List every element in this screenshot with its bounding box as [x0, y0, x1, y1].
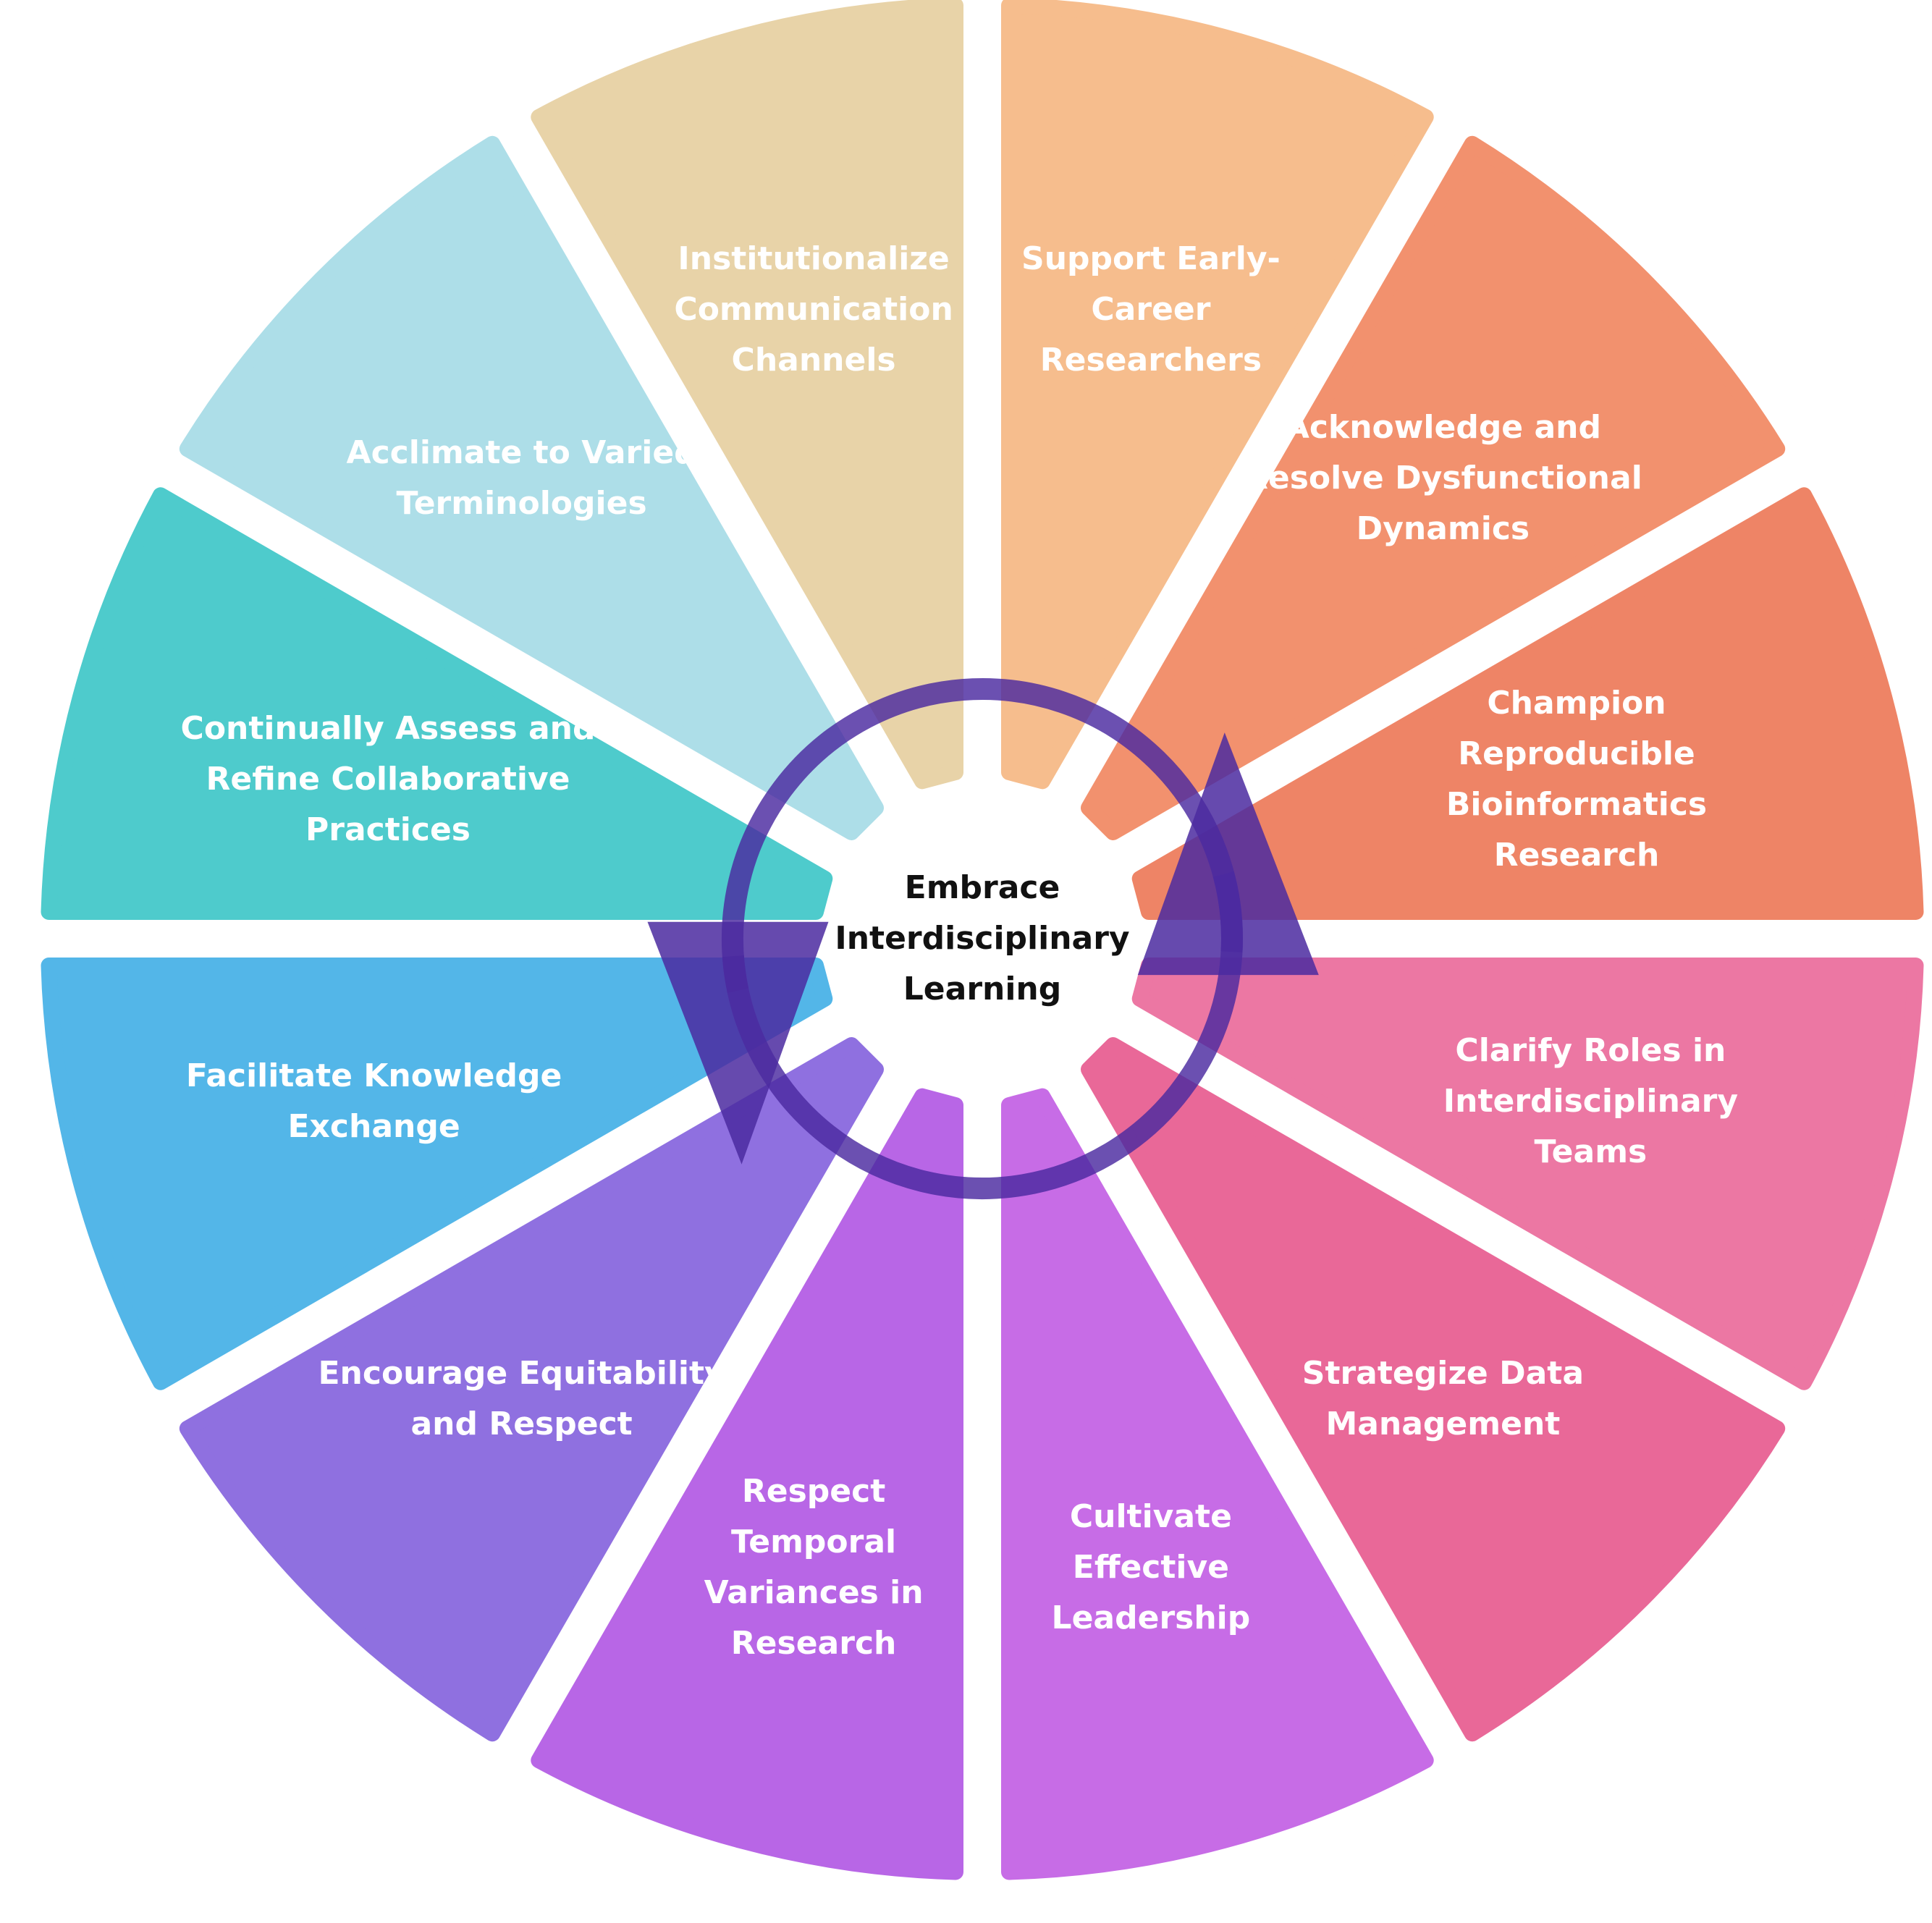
segment-label-clarify-roles: Clarify Roles in Interdisciplinary Teams — [1443, 1032, 1739, 1171]
segment-label-encourage-equitability: Encourage Equitability and Respect — [318, 1355, 725, 1443]
segment-institutionalize-channels — [531, 0, 963, 790]
cycle-arc-lower — [722, 871, 1243, 1199]
segment-cultivate-leadership — [1001, 1088, 1434, 1880]
segment-respect-temporal — [531, 1088, 963, 1880]
segment-label-respect-temporal: Respect Temporal Variances in Research — [704, 1473, 924, 1662]
segment-label-institutionalize-channels: Institutionalize Communication Channels — [674, 240, 953, 379]
segments-layer — [41, 0, 1924, 1880]
segment-acclimate-terminologies — [179, 135, 884, 840]
segment-label-strategize-data: Strategize Data Management — [1302, 1355, 1585, 1443]
segment-label-support-early-career: Support Early- Career Researchers — [1021, 240, 1281, 379]
segment-label-facilitate-knowledge: Facilitate Knowledge Exchange — [185, 1057, 562, 1146]
segment-facilitate-knowledge — [41, 958, 833, 1390]
segment-label-cultivate-leadership: Cultivate Effective Leadership — [1051, 1498, 1251, 1637]
cycle-arrows — [647, 678, 1319, 1199]
segment-champion-reproducible — [1131, 487, 1924, 920]
segment-encourage-equitability — [179, 1037, 884, 1742]
segment-continually-assess — [41, 487, 833, 920]
segment-label-acknowledge-resolve: Acknowledge and Resolve Dysfunctional Dy… — [1244, 408, 1642, 547]
segment-label-champion-reproducible: Champion Reproducible Bioinformatics Res… — [1446, 685, 1708, 874]
segment-acknowledge-resolve — [1081, 135, 1786, 840]
segment-label-continually-assess: Continually Assess and Refine Collaborat… — [180, 710, 596, 848]
segment-support-early-career — [1001, 0, 1434, 790]
segment-strategize-data — [1081, 1037, 1786, 1742]
segment-label-acclimate-terminologies: Acclimate to Varied Terminologies — [346, 434, 697, 522]
cycle-arrowhead-right — [1137, 732, 1319, 976]
center-label: Embrace Interdisciplinary Learning — [835, 869, 1130, 1007]
segment-clarify-roles — [1131, 958, 1924, 1390]
cycle-arrowhead-left — [647, 921, 829, 1165]
